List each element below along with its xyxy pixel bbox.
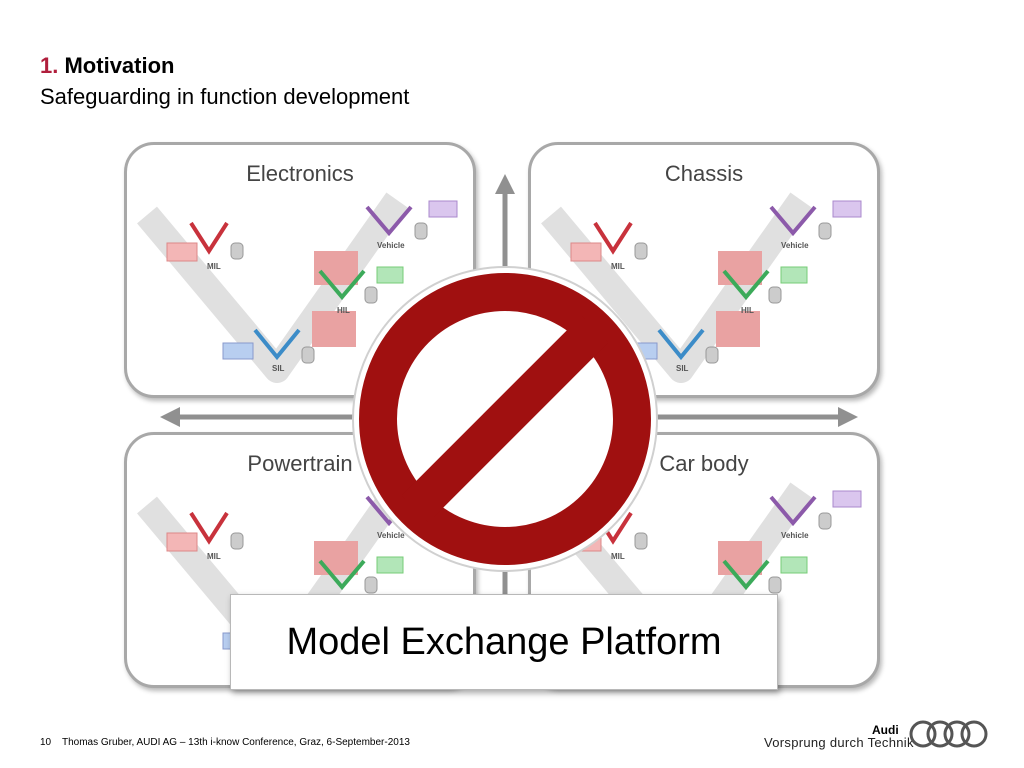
page-number: 10 bbox=[40, 737, 52, 748]
test-bench-grid bbox=[312, 251, 358, 347]
mil-stage: MIL bbox=[166, 221, 244, 271]
svg-text:SIL: SIL bbox=[272, 364, 285, 373]
v-model-diagram: MIL HIL Vehicle SIL bbox=[541, 192, 862, 383]
vehicle-stage: Vehicle bbox=[365, 200, 458, 250]
mil-stage: MIL bbox=[570, 221, 648, 271]
footer-credit: Thomas Gruber, AUDI AG – 13th i-know Con… bbox=[62, 737, 410, 748]
hil-stage bbox=[722, 556, 808, 594]
svg-text:HIL: HIL bbox=[741, 306, 754, 315]
mil-stage: MIL bbox=[166, 511, 244, 561]
hil-stage: HIL bbox=[722, 266, 808, 315]
svg-text:MIL: MIL bbox=[611, 552, 625, 561]
svg-text:HIL: HIL bbox=[337, 306, 350, 315]
section-number: 1. bbox=[40, 53, 59, 78]
svg-text:Vehicle: Vehicle bbox=[377, 531, 405, 540]
slide-subtitle: Safeguarding in function development bbox=[40, 84, 410, 109]
v-model-diagram: MIL HIL Vehicle SIL bbox=[137, 192, 458, 383]
quadrant-title: Powertrain bbox=[247, 451, 353, 476]
svg-text:Vehicle: Vehicle bbox=[781, 241, 809, 250]
hil-stage bbox=[318, 556, 404, 594]
quadrant-title: Electronics bbox=[246, 161, 354, 186]
brand-name: Audi bbox=[872, 723, 899, 737]
quadrant-title: Chassis bbox=[664, 161, 744, 186]
quadrant-title: Car body bbox=[659, 451, 749, 476]
svg-text:MIL: MIL bbox=[207, 262, 221, 271]
vehicle-stage: Vehicle bbox=[769, 200, 862, 250]
hil-stage: HIL bbox=[318, 266, 404, 315]
audi-rings-logo bbox=[909, 720, 988, 748]
platform-label: Model Exchange Platform bbox=[286, 620, 722, 663]
section-title: Motivation bbox=[64, 53, 175, 78]
svg-text:MIL: MIL bbox=[611, 262, 625, 271]
svg-text:SIL: SIL bbox=[676, 364, 689, 373]
sil-stage: SIL bbox=[222, 328, 315, 373]
brand-slogan: Vorsprung durch Technik bbox=[764, 735, 914, 750]
slide-title: 1. Motivation bbox=[40, 53, 174, 79]
test-bench-grid bbox=[716, 251, 762, 347]
model-exchange-platform-box: Model Exchange Platform bbox=[230, 594, 778, 690]
test-bench-grid bbox=[718, 541, 762, 575]
svg-text:Vehicle: Vehicle bbox=[377, 241, 405, 250]
svg-text:MIL: MIL bbox=[207, 552, 221, 561]
vehicle-stage: Vehicle bbox=[769, 490, 862, 540]
prohibition-icon bbox=[352, 266, 658, 572]
test-bench-grid bbox=[314, 541, 358, 575]
svg-text:Vehicle: Vehicle bbox=[781, 531, 809, 540]
